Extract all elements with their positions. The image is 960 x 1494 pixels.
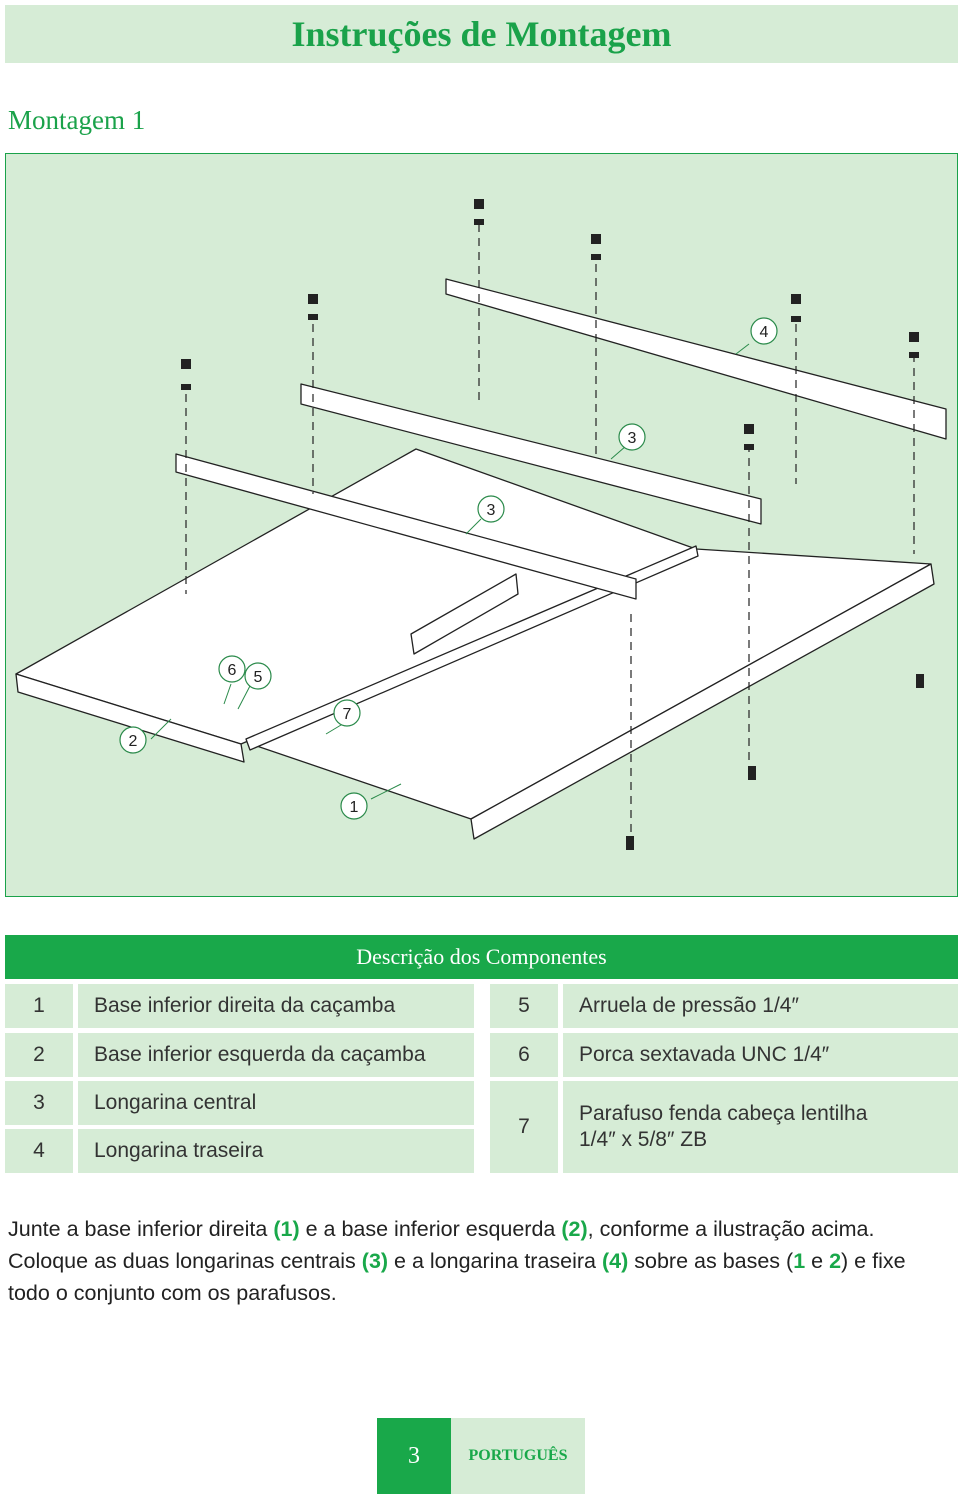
component-desc: Longarina central <box>78 1081 474 1125</box>
part-ref: (1) <box>273 1217 300 1241</box>
text: e a longarina traseira <box>388 1249 602 1273</box>
callout-3b: 3 <box>487 502 496 519</box>
callout-1: 1 <box>350 799 359 816</box>
seam-flange-a <box>245 545 699 751</box>
exploded-assembly-drawing: 4 3 3 6 5 7 2 1 <box>15 199 947 850</box>
callout-4: 4 <box>760 324 769 341</box>
text: e a base inferior esquerda <box>299 1217 562 1241</box>
components-heading: Descrição dos Componentes <box>356 944 607 969</box>
callout-3a: 3 <box>628 430 637 447</box>
component-num: 3 <box>5 1081 73 1125</box>
callout-2: 2 <box>129 733 138 750</box>
component-desc: Base inferior direita da caçamba <box>78 984 474 1028</box>
component-desc: Arruela de pressão 1/4″ <box>563 984 958 1028</box>
text: sobre as bases ( <box>628 1249 794 1273</box>
seam-flange-b <box>410 573 519 655</box>
component-desc-screw: Parafuso fenda cabeça lentilha 1/4″ x 5/… <box>563 1081 958 1173</box>
component-desc-line2: 1/4″ x 5/8″ ZB <box>579 1128 708 1151</box>
callout-6: 6 <box>228 662 237 679</box>
part-ref: 1 <box>793 1249 806 1273</box>
component-desc: Longarina traseira <box>78 1129 474 1173</box>
component-num: 6 <box>490 1033 558 1077</box>
page-title: Instruções de Montagem <box>291 14 672 54</box>
callout-7: 7 <box>343 706 352 723</box>
page-number: 3 <box>377 1418 451 1494</box>
page-header: Instruções de Montagem <box>5 5 958 63</box>
assembly-illustration: 4 3 3 6 5 7 2 1 <box>5 153 958 897</box>
instructions-paragraph: Junte a base inferior direita (1) e a ba… <box>8 1213 953 1309</box>
footer-language: PORTUGUÊS <box>468 1447 568 1464</box>
text: Junte a base inferior direita <box>8 1217 274 1241</box>
text: , conforme a ilustração acima. Coloque a… <box>8 1217 875 1273</box>
part-ref: 2 <box>829 1249 842 1273</box>
component-num: 2 <box>5 1033 73 1077</box>
component-num: 1 <box>5 984 73 1028</box>
component-num: 7 <box>490 1081 558 1173</box>
part-ref: (4) <box>602 1249 629 1273</box>
rear-rail <box>445 278 947 440</box>
central-rail-front <box>175 453 637 600</box>
component-desc: Base inferior esquerda da caçamba <box>78 1033 474 1077</box>
section-title: Montagem 1 <box>8 105 146 135</box>
central-rail-back <box>300 383 762 525</box>
base-right-front-flange <box>470 563 935 840</box>
component-num: 5 <box>490 984 558 1028</box>
component-desc: Porca sextavada UNC 1/4″ <box>563 1033 958 1077</box>
part-ref: (2) <box>561 1217 588 1241</box>
base-left-front-flange <box>15 673 245 763</box>
part-ref: (3) <box>361 1249 389 1273</box>
components-table-header: Descrição dos Componentes <box>5 935 958 979</box>
callout-5: 5 <box>254 669 263 686</box>
component-desc-line1: Parafuso fenda cabeça lentilha <box>579 1102 868 1125</box>
text: e <box>805 1249 830 1273</box>
component-num: 4 <box>5 1129 73 1173</box>
text: ) e fixe todo o conjunto com os parafuso… <box>8 1249 906 1305</box>
